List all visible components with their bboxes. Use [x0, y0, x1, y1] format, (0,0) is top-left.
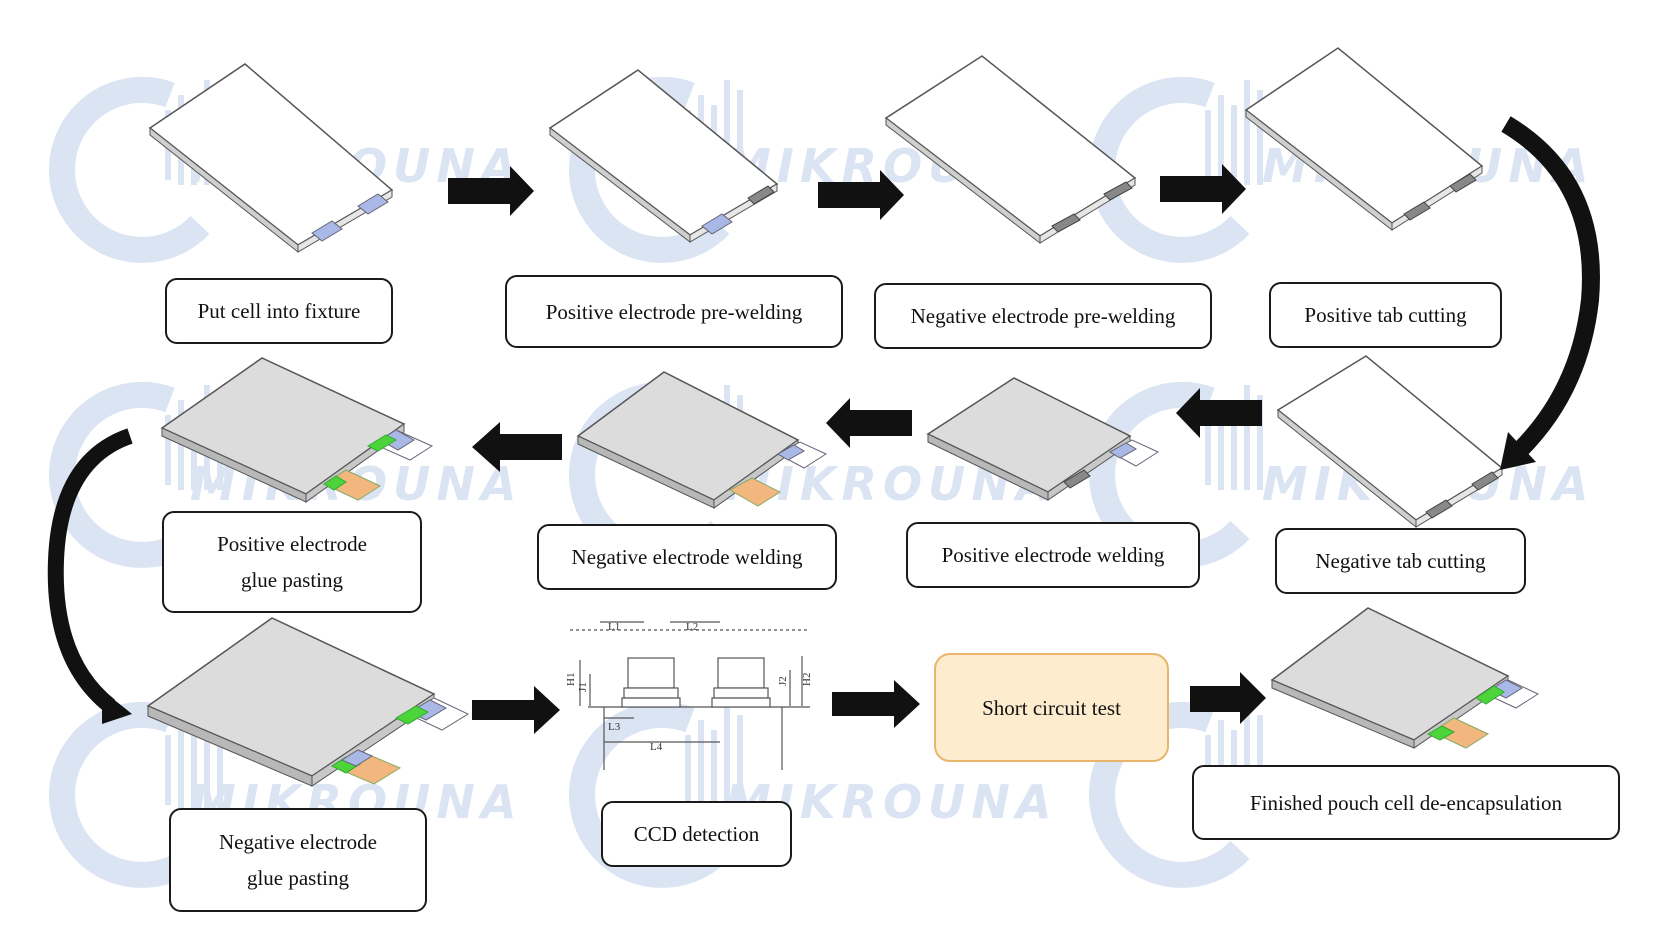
step-label-line-2: glue pasting: [246, 866, 350, 890]
step-neg-pre-weld-box: Negative electrode pre-welding: [874, 283, 1212, 349]
step-pos-pre-weld-box: Positive electrode pre-welding: [505, 275, 843, 348]
step-ccd-box: CCD detection: [601, 801, 792, 867]
ccd-dim-j2: J2: [777, 676, 789, 686]
step-label: Finished pouch cell de-encapsulation: [1250, 790, 1562, 815]
ccd-dim-l4: L4: [650, 741, 663, 753]
ccd-drawing: L1 L2 L3 L4 H1 J1 J2 H2: [565, 621, 813, 770]
step-label: Short circuit test: [982, 695, 1121, 720]
cell-illustration-neg-tab-cut: [1276, 355, 1504, 529]
step-label-line-1: Negative electrode: [219, 830, 377, 854]
step-pos-glue-box: Positive electrode glue pasting: [162, 511, 422, 613]
flow-arrows: [448, 164, 1266, 734]
arrow-right-icon: [818, 170, 904, 220]
step-finished-box: Finished pouch cell de-encapsulation: [1192, 765, 1620, 840]
cell-illustration-pos-tab-cut: [1244, 47, 1484, 232]
arrow-right-icon: [448, 166, 534, 216]
step-label: Negative electrode welding: [571, 545, 803, 569]
cell-illustration-pos-pre-weld: [548, 69, 779, 244]
ccd-dim-l3: L3: [608, 721, 621, 733]
step-label: CCD detection: [633, 822, 760, 846]
arrow-left-icon: [826, 398, 912, 448]
step-neg-tab-cut-box: Negative tab cutting: [1275, 528, 1526, 594]
ccd-dim-j1: J1: [577, 682, 589, 692]
ccd-dim-h2: H2: [801, 673, 813, 686]
step-label-line-1: Positive electrode: [217, 532, 367, 556]
arrow-left-icon: [472, 422, 562, 472]
cell-illustration-finished: [1270, 607, 1540, 749]
step-neg-weld-box: Negative electrode welding: [537, 524, 837, 590]
cell-illustration-neg-glue: [146, 617, 470, 787]
cell-illustration-pos-weld: [926, 377, 1160, 501]
watermark-logo: [1102, 80, 1263, 250]
cell-illustration-pos-glue: [160, 357, 434, 503]
arrow-right-icon: [472, 686, 560, 734]
arrow-right-icon: [832, 680, 920, 728]
step-put-cell-box: Put cell into fixture: [165, 278, 393, 344]
cell-illustration-neg-weld: [576, 371, 828, 509]
ccd-dim-l1: L1: [608, 621, 620, 633]
curved-arrow-head-icon: [1500, 432, 1536, 470]
ccd-dim-h1: H1: [565, 673, 577, 686]
ccd-dim-l2: L2: [686, 621, 698, 633]
step-label: Positive electrode pre-welding: [545, 299, 803, 324]
cell-illustration-neg-pre-weld: [884, 55, 1137, 245]
curved-arrow-right-side: [1500, 116, 1600, 470]
step-neg-glue-box: Negative electrode glue pasting: [169, 808, 427, 912]
arrow-left-icon: [1176, 388, 1262, 438]
step-label-line-2: glue pasting: [240, 568, 344, 592]
arrow-right-icon: [1190, 672, 1266, 724]
cell-illustration-put-cell: [148, 63, 394, 254]
step-label: Positive electrode welding: [941, 543, 1165, 567]
step-label: Negative tab cutting: [1315, 549, 1486, 573]
step-pos-tab-cut-box: Positive tab cutting: [1269, 282, 1502, 348]
curved-arrow-head-icon: [102, 690, 132, 724]
step-short-circuit-box: Short circuit test: [934, 653, 1169, 762]
step-pos-weld-box: Positive electrode welding: [906, 522, 1200, 588]
step-label: Negative electrode pre-welding: [910, 304, 1176, 328]
curved-arrow-left-side: [47, 428, 133, 724]
step-label: Positive tab cutting: [1304, 303, 1467, 327]
step-label: Put cell into fixture: [197, 299, 361, 323]
arrow-right-icon: [1160, 164, 1246, 214]
